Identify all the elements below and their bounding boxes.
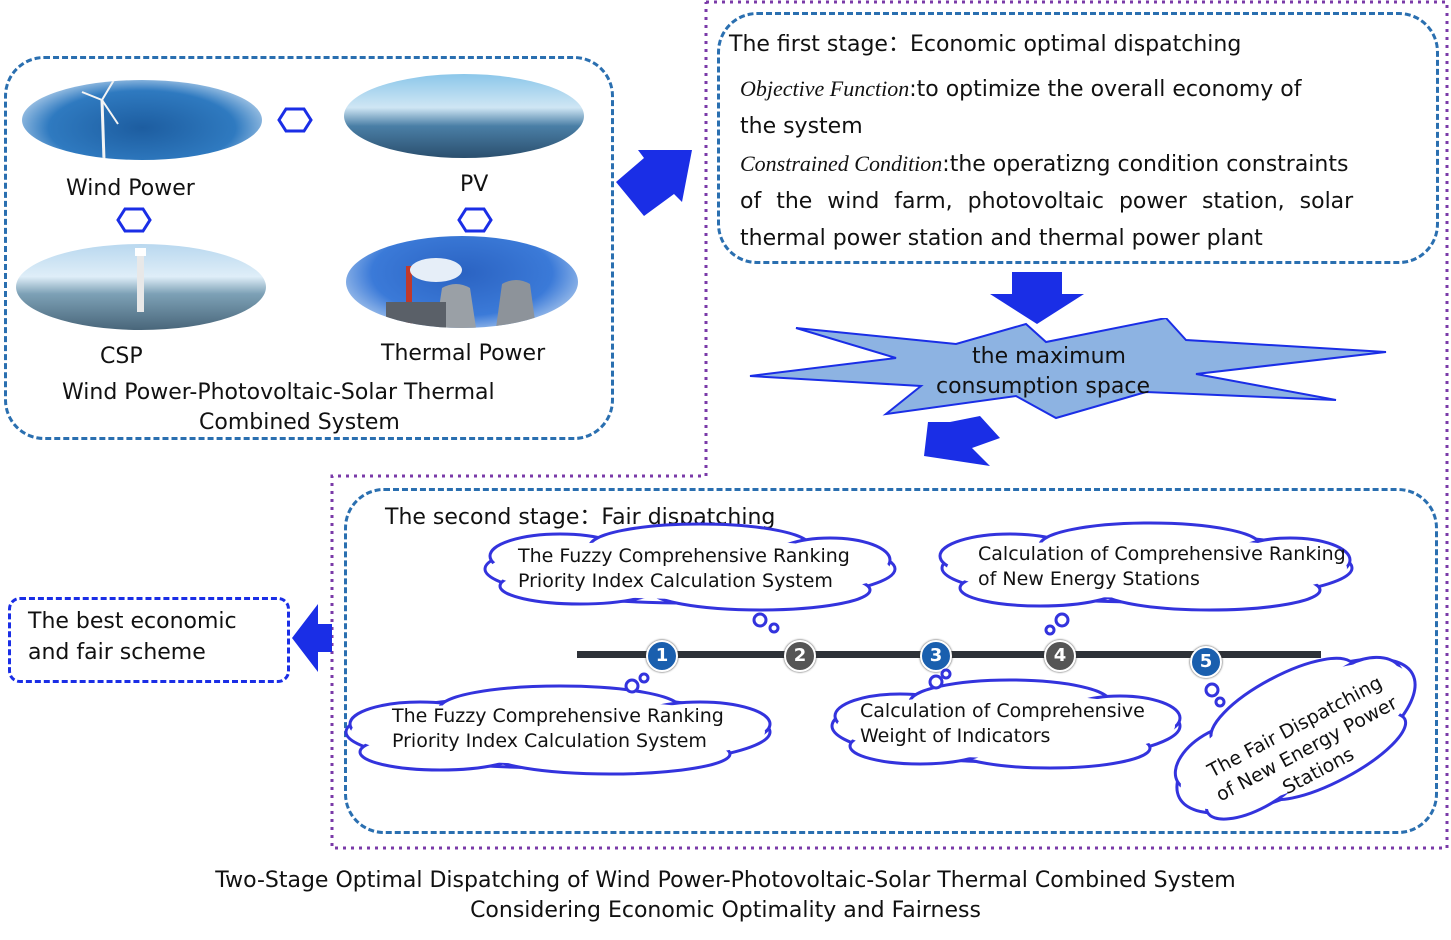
- cloud-top-right-text: Calculation of Comprehensive Ranking of …: [978, 542, 1346, 592]
- objective-label: Objective Function: [740, 76, 910, 101]
- cloud-text-line: Calculation of Comprehensive Ranking: [978, 543, 1346, 565]
- constraint-label: Constrained Condition: [740, 151, 943, 176]
- cloud-top-left-shape: [483, 522, 897, 634]
- arrow-down-left-icon: [924, 416, 1000, 466]
- csp-image: [16, 244, 266, 330]
- constraint-line-3: thermal power station and thermal power …: [740, 226, 1263, 251]
- step-marker-3: 3: [920, 640, 952, 672]
- connector-icon: [457, 207, 493, 233]
- connector-icon: [277, 107, 313, 133]
- cloud-text-line: Priority Index Calculation System: [518, 570, 833, 592]
- cloud-text-line: of New Energy Stations: [978, 568, 1200, 590]
- combined-system-box: [4, 56, 614, 440]
- cloud-top-left-text: The Fuzzy Comprehensive Ranking Priority…: [518, 544, 850, 594]
- stage1-box: [717, 12, 1439, 264]
- system-title-line2: Combined System: [199, 410, 400, 435]
- stage1-title: The first stage：Economic optimal dispatc…: [729, 32, 1242, 57]
- cloud-text-line: The Fuzzy Comprehensive Ranking: [392, 705, 724, 727]
- step-marker-4: 4: [1044, 640, 1076, 672]
- cloud-text-line: Calculation of Comprehensive: [860, 700, 1145, 722]
- cloud-bottom-left-shape: [344, 672, 772, 776]
- caption-line2: Considering Economic Optimality and Fair…: [470, 898, 981, 923]
- cloud-text-line: Weight of Indicators: [860, 725, 1051, 747]
- pv-label: PV: [460, 172, 489, 197]
- cloud-text-line: The Fuzzy Comprehensive Ranking: [518, 545, 850, 567]
- caption: Two-Stage Optimal Dispatching of Wind Po…: [0, 866, 1451, 926]
- system-title-line1: Wind Power-Photovoltaic-Solar Thermal: [62, 380, 495, 405]
- objective-line-2: the system: [740, 114, 863, 139]
- consumption-burst-shape: [749, 318, 1387, 420]
- burst-line1: the maximum: [972, 344, 1126, 369]
- cloud-bottom-mid-shape: [830, 668, 1182, 770]
- step-marker-1: 1: [646, 640, 678, 672]
- objective-text: :to optimize the overall economy of: [909, 77, 1302, 102]
- constraint-text: :the operatizng condition constraints: [942, 152, 1349, 177]
- cloud-bottom-left-text: The Fuzzy Comprehensive Ranking Priority…: [392, 704, 724, 754]
- objective-line-1: Objective Function:to optimize the overa…: [740, 70, 1430, 108]
- step-marker-2: 2: [784, 640, 816, 672]
- result-line1: The best economic: [28, 609, 237, 634]
- arrow-down-icon: [990, 272, 1084, 324]
- result-text: The best economic and fair scheme: [28, 606, 237, 668]
- wind-power-label: Wind Power: [66, 176, 195, 201]
- connector-icon: [116, 207, 152, 233]
- cloud-text-line: Priority Index Calculation System: [392, 730, 707, 752]
- thermal-power-label: Thermal Power: [381, 341, 546, 366]
- csp-label: CSP: [100, 344, 143, 369]
- pv-image: [344, 74, 584, 158]
- arrow-to-stage1-icon: [616, 150, 692, 216]
- stage1-body: Objective Function:to optimize the overa…: [740, 70, 1430, 257]
- result-box: [8, 597, 290, 683]
- stage2-box: [344, 488, 1438, 834]
- burst-line2: consumption space: [936, 374, 1150, 399]
- caption-line1: Two-Stage Optimal Dispatching of Wind Po…: [215, 868, 1236, 893]
- cloud-top-right-shape: [938, 521, 1354, 636]
- cloud-bottom-right-shape: [1173, 655, 1417, 821]
- result-line2: and fair scheme: [28, 640, 206, 665]
- constraint-line-1: Constrained Condition:the operatizng con…: [740, 145, 1430, 183]
- step-marker-5: 5: [1190, 646, 1222, 678]
- cloud-bottom-mid-text: Calculation of Comprehensive Weight of I…: [860, 699, 1145, 749]
- constraint-line-2: of the wind farm, photovoltaic power sta…: [740, 189, 1354, 214]
- wind-power-image: [22, 80, 262, 160]
- arrow-left-icon: [292, 604, 332, 672]
